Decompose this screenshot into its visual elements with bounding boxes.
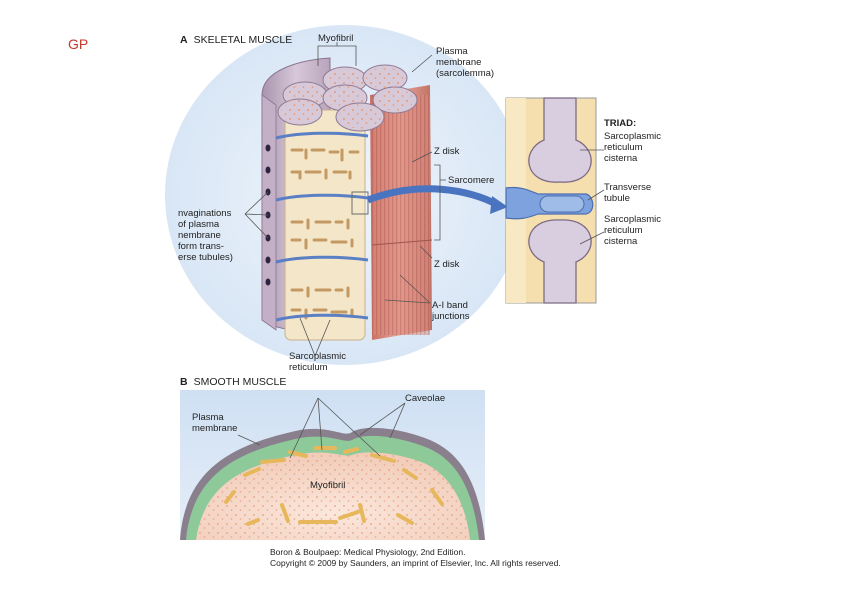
- panel-b-letter: B: [180, 376, 188, 388]
- sr-network: [290, 148, 360, 320]
- label-caveolae: Caveolae: [405, 393, 446, 404]
- label-line: Sarcoplasmic: [289, 351, 347, 362]
- triad-label-ttubule: Transverse tubule: [604, 182, 651, 204]
- label-line: A-I band: [432, 300, 468, 311]
- credit-line-2: Copyright © 2009 by Saunders, an imprint…: [270, 557, 561, 568]
- triad-label-bottom: Sarcoplasmic reticulum cisterna: [604, 214, 661, 247]
- panel-a-letter: A: [180, 34, 188, 46]
- label-line: junctions: [432, 311, 470, 322]
- label-sarcoplasmic-reticulum: Sarcoplasmic reticulum: [289, 351, 346, 373]
- smooth-sr: [224, 446, 444, 526]
- triad-cisternae: [528, 97, 592, 304]
- triad-heading: TRIAD:: [604, 118, 637, 129]
- label-line: membrane: [436, 57, 482, 68]
- label-plasma-membrane: Plasma membrane (sarcolemma): [436, 46, 494, 79]
- label-line: reticulum: [604, 225, 643, 236]
- label-line: membrane: [192, 423, 238, 434]
- triad-label-top: Sarcoplasmic reticulum cisterna: [604, 131, 661, 164]
- myofibril-column: [284, 109, 366, 341]
- label-sarcomere: Sarcomere: [448, 175, 495, 186]
- panel-b-title-text: SMOOTH MUSCLE: [193, 376, 287, 388]
- label-line: cisterna: [604, 153, 638, 164]
- label-line: cisterna: [604, 236, 638, 247]
- magnify-arrow: [366, 185, 500, 209]
- label-line: of plasma: [178, 219, 220, 230]
- label-line: erse tubules): [178, 252, 233, 263]
- label-line: Plasma: [192, 412, 224, 423]
- panel-a-title-text: SKELETAL MUSCLE: [193, 34, 293, 46]
- credit-line-1: Boron & Boulpaep: Medical Physiology, 2n…: [270, 547, 466, 557]
- label-myofibril: Myofibril: [318, 33, 354, 44]
- ttubule-bands: [275, 131, 369, 322]
- label-line: tubule: [604, 193, 630, 204]
- label-line: Plasma: [436, 46, 468, 57]
- leader-lines: [237, 42, 605, 459]
- label-line: form trans-: [178, 241, 224, 252]
- panel-b-title: B SMOOTH MUSCLE: [180, 376, 286, 388]
- label-line: Sarcoplasmic: [604, 131, 662, 142]
- label-line: reticulum: [604, 142, 643, 153]
- magnify-box: [351, 191, 369, 215]
- label-z-disk-bottom: Z disk: [434, 259, 460, 270]
- label-z-disk-top: Z disk: [434, 146, 460, 157]
- label-line: reticulum: [289, 362, 328, 373]
- label-line: nvaginations: [178, 208, 232, 219]
- label-invaginations: nvaginations of plasma nembrane form tra…: [178, 208, 233, 263]
- label-line: Sarcoplasmic: [604, 214, 662, 225]
- label-smooth-myofibril: Myofibril: [310, 480, 346, 491]
- label-line: Transverse: [604, 182, 652, 193]
- label-smooth-plasma-membrane: Plasma membrane: [192, 412, 237, 434]
- label-ai-band: A-I band junctions: [432, 300, 470, 322]
- credit-line: Boron & Boulpaep: Medical Physiology, 2n…: [270, 547, 561, 568]
- panel-a-title: A SKELETAL MUSCLE: [180, 34, 292, 46]
- label-line: nembrane: [178, 230, 221, 241]
- label-line: (sarcolemma): [436, 68, 495, 79]
- corner-mark: GP: [68, 36, 89, 52]
